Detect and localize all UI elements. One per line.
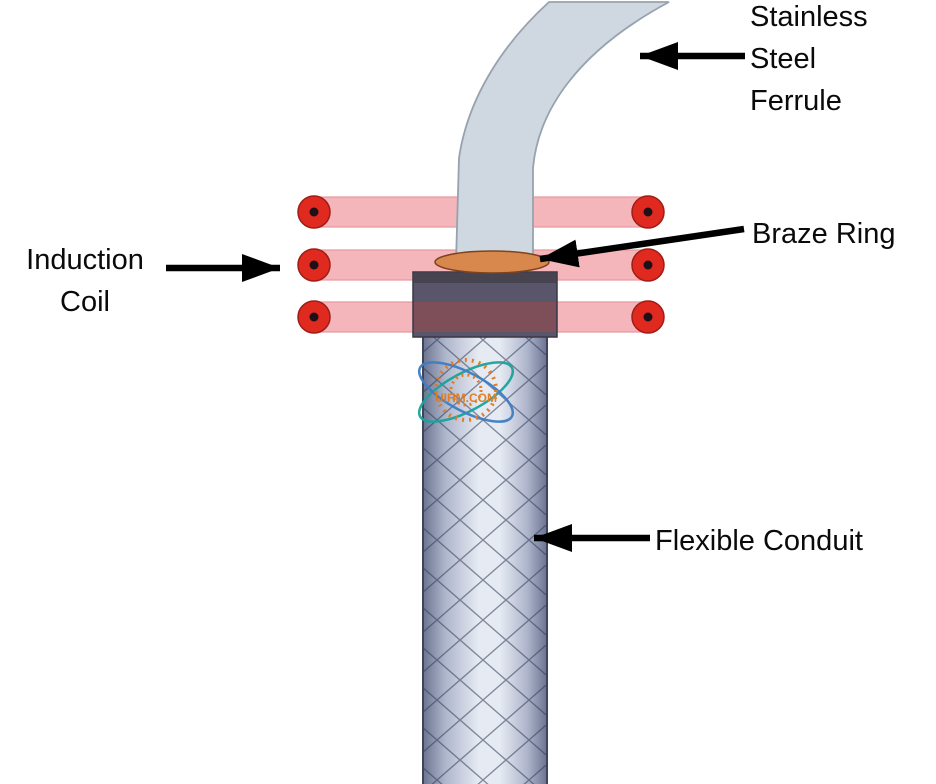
fitting-block bbox=[412, 271, 558, 338]
watermark-logo: UIHM.COM bbox=[417, 358, 515, 423]
label-flexible-conduit: Flexible Conduit bbox=[655, 525, 863, 557]
watermark-text: UIHM.COM bbox=[435, 391, 497, 405]
callout-arrows bbox=[166, 42, 745, 552]
label-stainless-steel-ferrule: Stainless Steel Ferrule bbox=[750, 0, 868, 122]
label-braze-ring: Braze Ring bbox=[752, 218, 896, 250]
label-line: Coil bbox=[60, 286, 110, 318]
label-induction-coil: Induction Coil bbox=[0, 239, 170, 323]
stainless-steel-ferrule-shape bbox=[455, 1, 670, 263]
braze-ring-shape bbox=[434, 250, 550, 274]
flexible-conduit-shape bbox=[422, 332, 548, 784]
label-line: Steel bbox=[750, 43, 817, 75]
label-line: Induction bbox=[26, 244, 144, 276]
label-line: Stainless bbox=[750, 1, 868, 33]
label-line: Ferrule bbox=[750, 85, 842, 117]
braze-ring-arrow bbox=[539, 225, 745, 268]
